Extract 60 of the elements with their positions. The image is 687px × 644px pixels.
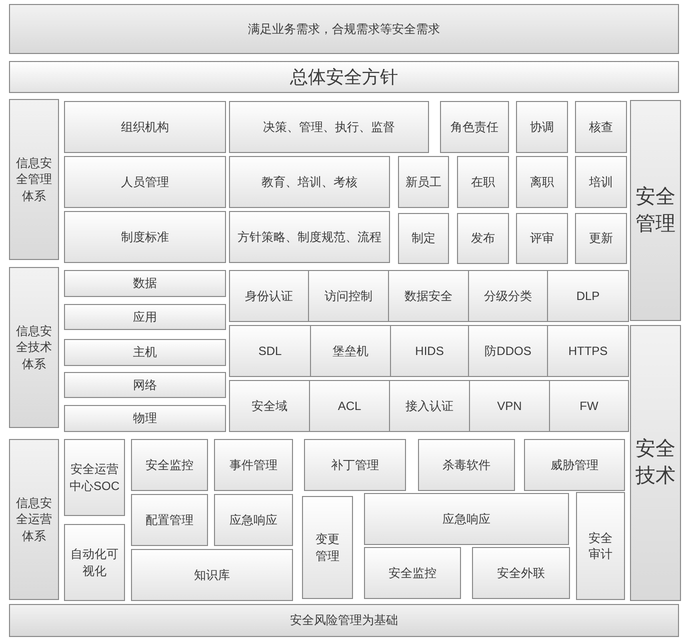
policy-banner: 总体安全方针 bbox=[9, 61, 679, 93]
table-cell: HIDS bbox=[390, 325, 469, 377]
table-cell: 分级分类 bbox=[468, 270, 548, 322]
item-box: 决策、管理、执行、监督 bbox=[229, 101, 429, 153]
item-box: 培训 bbox=[575, 156, 627, 208]
item-box: 方针策略、制度规范、流程 bbox=[229, 211, 390, 263]
item-box: 应急响应 bbox=[364, 493, 569, 545]
layer-label-box: 信息安全技术体系 bbox=[9, 267, 59, 428]
table-cell: 安全域 bbox=[229, 380, 310, 432]
item-box: 变更管理 bbox=[302, 496, 353, 599]
table-cell: SDL bbox=[229, 325, 311, 377]
foundation-banner: 安全风险管理为基础 bbox=[9, 604, 679, 637]
item-box: 安全外联 bbox=[472, 547, 570, 599]
item-box: 制度标准 bbox=[64, 211, 226, 263]
table-cell: DLP bbox=[547, 270, 629, 322]
item-box: 补丁管理 bbox=[304, 439, 406, 491]
item-box: 事件管理 bbox=[214, 439, 293, 491]
item-box: 自动化可视化 bbox=[64, 524, 125, 601]
item-box: 知识库 bbox=[131, 549, 293, 601]
item-box: 发布 bbox=[457, 213, 509, 264]
table-cell: 接入认证 bbox=[389, 380, 470, 432]
table-cell: ACL bbox=[309, 380, 390, 432]
item-box: 网络 bbox=[64, 372, 226, 398]
item-box: 应急响应 bbox=[214, 494, 293, 546]
item-box: 安全审计 bbox=[576, 492, 625, 600]
item-box: 离职 bbox=[516, 156, 568, 208]
item-box: 教育、培训、考核 bbox=[229, 156, 390, 208]
layer-label-box: 信息安全运营体系 bbox=[9, 439, 59, 600]
item-box: 配置管理 bbox=[131, 494, 208, 546]
item-box: 制定 bbox=[398, 213, 449, 264]
item-box: 更新 bbox=[575, 213, 627, 264]
table-cell: 访问控制 bbox=[308, 270, 389, 322]
table-cell: 身份认证 bbox=[229, 270, 309, 322]
item-box: 评审 bbox=[516, 213, 568, 264]
item-box: 安全运营中心SOC bbox=[64, 439, 125, 516]
item-box: 威胁管理 bbox=[524, 439, 625, 491]
item-box: 协调 bbox=[516, 101, 568, 153]
item-box: 组织机构 bbox=[64, 101, 226, 153]
item-box: 杀毒软件 bbox=[418, 439, 515, 491]
table-cell: 数据安全 bbox=[388, 270, 469, 322]
item-box: 主机 bbox=[64, 339, 226, 366]
item-box: 安全监控 bbox=[364, 547, 461, 599]
table-cell: VPN bbox=[469, 380, 550, 432]
item-box: 新员工 bbox=[398, 156, 449, 208]
item-box: 角色责任 bbox=[440, 101, 509, 153]
table-cell: HTTPS bbox=[547, 325, 629, 377]
requirement-banner: 满足业务需求，合规需求等安全需求 bbox=[9, 4, 679, 54]
item-box: 应用 bbox=[64, 304, 226, 330]
table-cell: 防DDOS bbox=[468, 325, 548, 377]
item-box: 安全监控 bbox=[131, 439, 208, 491]
item-box: 在职 bbox=[457, 156, 509, 208]
item-box: 核查 bbox=[575, 101, 627, 153]
pillar-box: 安全技术 bbox=[630, 325, 681, 601]
layer-label-box: 信息安全管理体系 bbox=[9, 99, 59, 260]
table-cell: FW bbox=[549, 380, 629, 432]
table-cell: 堡垒机 bbox=[310, 325, 391, 377]
item-box: 人员管理 bbox=[64, 156, 226, 208]
pillar-box: 安全管理 bbox=[630, 100, 681, 321]
item-box: 数据 bbox=[64, 270, 226, 297]
item-box: 物理 bbox=[64, 405, 226, 432]
